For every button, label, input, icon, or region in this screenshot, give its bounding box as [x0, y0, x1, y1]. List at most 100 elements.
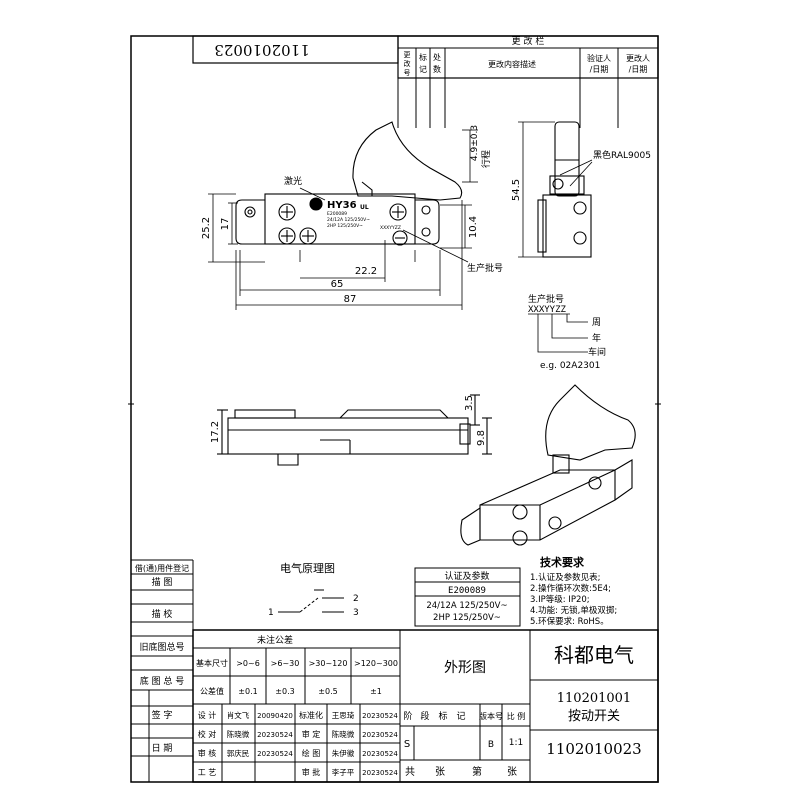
basic-size-label: 基本尺寸 [196, 658, 228, 668]
mounting-flange-right [415, 199, 440, 245]
front-view [217, 394, 492, 466]
tolerance-value-label: 公差值 [200, 686, 224, 696]
role-right-2: 审 定 [302, 729, 321, 739]
strip-general-parts: 借(通)用件登记 [135, 563, 189, 573]
top-view-dimension-labels: 25.2 17 4.9±0.3 行程 10.4 22.2 65 87 激光 生产… [201, 125, 503, 305]
revision-col-desc: 更改内容描述 [488, 59, 536, 69]
body-side [542, 194, 592, 258]
tol-4: ±1 [370, 687, 382, 696]
left-strip-labels: 借(通)用件登记 描 图 描 校 旧底图总号 底 图 总 号 签 字 日 期 [135, 563, 189, 754]
stage-header-1: 阶 [403, 710, 412, 722]
date-right-2: 20230524 [362, 731, 398, 739]
sheets-unit-2: 张 [507, 766, 517, 778]
cert-code: E200089 [448, 586, 486, 596]
top-view [235, 121, 463, 262]
role-left-2: 校 对 [198, 729, 217, 739]
batch-example: e.g. 02A2301 [540, 361, 600, 371]
dim-10-4: 10.4 [468, 216, 479, 238]
title-block-grid [192, 629, 659, 783]
strip-base-total: 底 图 总 号 [140, 675, 185, 687]
revision-col-mark-2: 记 [419, 65, 427, 74]
name-right-4: 李子平 [332, 767, 355, 777]
sheets-total: 共 [405, 766, 415, 778]
version-header: 版本号 [479, 711, 503, 721]
trigger-side [554, 121, 580, 197]
batch-title: 生产批号 [528, 293, 564, 305]
revision-col-changer-1: 更改人 [626, 53, 650, 63]
strip-checking: 描 校 [152, 608, 173, 620]
strip-date: 日 期 [152, 743, 173, 754]
label-batch: 生产批号 [467, 262, 503, 274]
batch-week: 周 [592, 317, 601, 328]
switch-code: E200089 [327, 211, 347, 217]
certification-table: 认证及参数 E200089 24/12A 125/250V~ 2HP 125/2… [414, 567, 521, 627]
revision-col-place-1: 处 [433, 52, 441, 62]
revision-title: 更 改 栏 [512, 35, 545, 47]
strip-drawing: 描 图 [152, 576, 173, 588]
dim-54-5: 54.5 [511, 179, 522, 201]
label-color: 黑色RAL9005 [593, 149, 651, 161]
dim-stroke-label: 行程 [480, 150, 492, 168]
name-left-3: 郭庆民 [227, 748, 250, 758]
batch-leader [402, 229, 469, 263]
rotated-drawing-number-text: 1102010023 [214, 41, 309, 59]
drawing-number: 1102010023 [546, 740, 641, 758]
revision-col-verify-2: /日期 [590, 65, 609, 74]
tol-3: ±0.5 [318, 687, 337, 696]
switch-model: HY36 [327, 200, 357, 211]
revision-col-changer-2: /日期 [629, 65, 648, 74]
batch-year: 年 [592, 332, 601, 344]
cert-rating-2: 2HP 125/250V~ [433, 613, 501, 623]
batch-workshop: 车间 [588, 346, 606, 358]
dim-17-2: 17.2 [210, 421, 221, 443]
isometric-view [460, 384, 636, 546]
ul-mark: UL [360, 204, 369, 211]
label-laser: 激光 [284, 175, 302, 187]
part-number: 110201001 [557, 691, 631, 706]
dim-3-5: 3.5 [464, 395, 475, 411]
name-left-1: 肖文飞 [227, 710, 250, 720]
revision-col-no-2: 改 [404, 59, 411, 68]
date-right-1: 20230524 [362, 712, 398, 720]
dim-25-2: 25.2 [201, 217, 212, 239]
tech-req-title: 技术要求 [540, 555, 585, 569]
batch-code: XXXYYZZ [528, 305, 567, 315]
tol-2: ±0.3 [275, 687, 294, 696]
stage-header-4: 记 [456, 711, 465, 722]
cert-title: 认证及参数 [444, 570, 489, 582]
revision-table: 更 改 栏 更 改 号 标 记 处 数 更改内容描述 验证人 /日期 更改人 /… [397, 35, 659, 128]
revision-col-mark-1: 标 [419, 52, 427, 62]
range-2: >6~30 [271, 659, 300, 668]
switch-batch: XXXYYZZ [380, 225, 401, 231]
tech-req-item-3: 3.IP等级: IP20; [530, 594, 590, 605]
tech-req-item-2: 2.操作循环次数:5E4; [530, 583, 611, 594]
tech-req-item-5: 5.环保要求: RoHS。 [530, 616, 609, 627]
name-right-3: 朱伊徽 [332, 748, 355, 758]
version-value: B [488, 740, 494, 750]
drawing-title: 外形图 [444, 660, 486, 676]
mounting-flange-left [235, 199, 265, 245]
schematic-title: 电气原理图 [280, 561, 335, 575]
laser-leader [299, 187, 326, 201]
dim-22-2: 22.2 [355, 266, 377, 277]
signoff-section: 设 计 校 对 审 核 工 艺 肖文飞 陈晓微 郭庆民 20090420 202… [198, 710, 399, 777]
role-left-1: 设 计 [198, 710, 217, 720]
date-right-3: 20230524 [362, 750, 398, 758]
company-name: 科都电气 [554, 643, 634, 667]
range-1: >0~6 [236, 659, 260, 668]
iso-trigger [545, 384, 636, 461]
switch-rating2: 2HP 125/250V~ [327, 223, 363, 229]
dim-stroke: 4.9±0.3 [470, 125, 480, 161]
drawing-frame [128, 35, 661, 783]
side-view [518, 121, 593, 258]
sheet-number: 第 [472, 765, 482, 778]
rotated-drawing-number: 1102010023 [192, 35, 399, 64]
part-name: 按动开关 [568, 709, 620, 724]
dim-9-8: 9.8 [476, 430, 487, 446]
revision-col-place-2: 数 [433, 64, 441, 74]
name-left-2: 陈晓微 [227, 729, 250, 739]
name-right-1: 王思琦 [332, 711, 355, 720]
range-3: >30~120 [309, 659, 348, 668]
switch-rating1: 24/12A 125/250V~ [327, 217, 370, 223]
electrical-schematic: 电气原理图 1 2 3 [268, 561, 359, 618]
